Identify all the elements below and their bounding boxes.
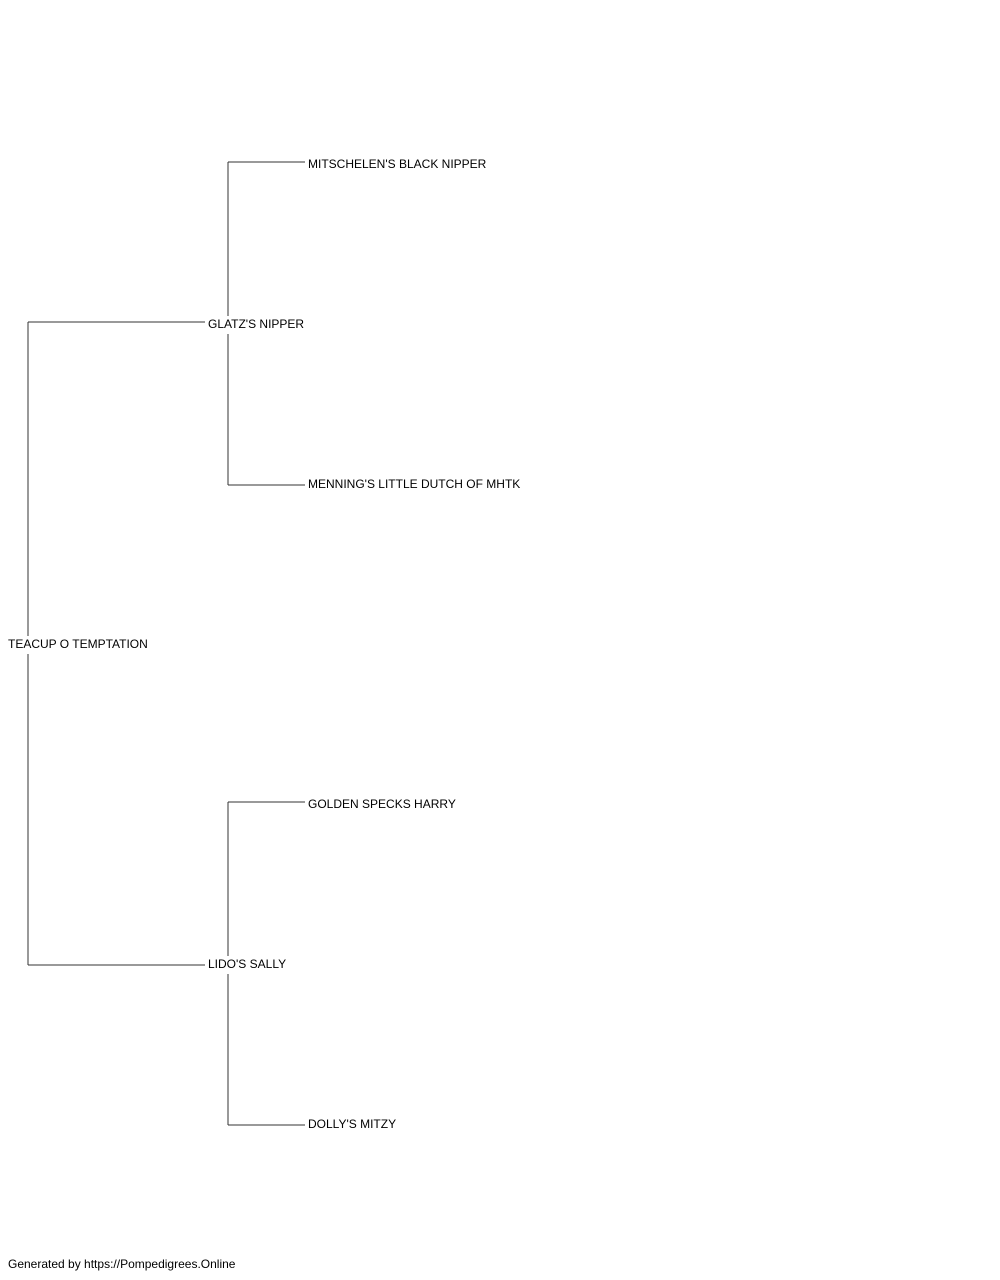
node-sire: GLATZ'S NIPPER	[208, 317, 304, 331]
generated-by-footer: Generated by https://Pompedigrees.Online	[8, 1257, 236, 1271]
node-sire-sire: MITSCHELEN'S BLACK NIPPER	[308, 157, 487, 171]
node-subject: TEACUP O TEMPTATION	[8, 637, 148, 651]
node-dam: LIDO'S SALLY	[208, 957, 286, 971]
node-sire-dam: MENNING'S LITTLE DUTCH OF MHTK	[308, 477, 520, 491]
node-dam-dam: DOLLY'S MITZY	[308, 1117, 396, 1131]
node-dam-sire: GOLDEN SPECKS HARRY	[308, 797, 456, 811]
